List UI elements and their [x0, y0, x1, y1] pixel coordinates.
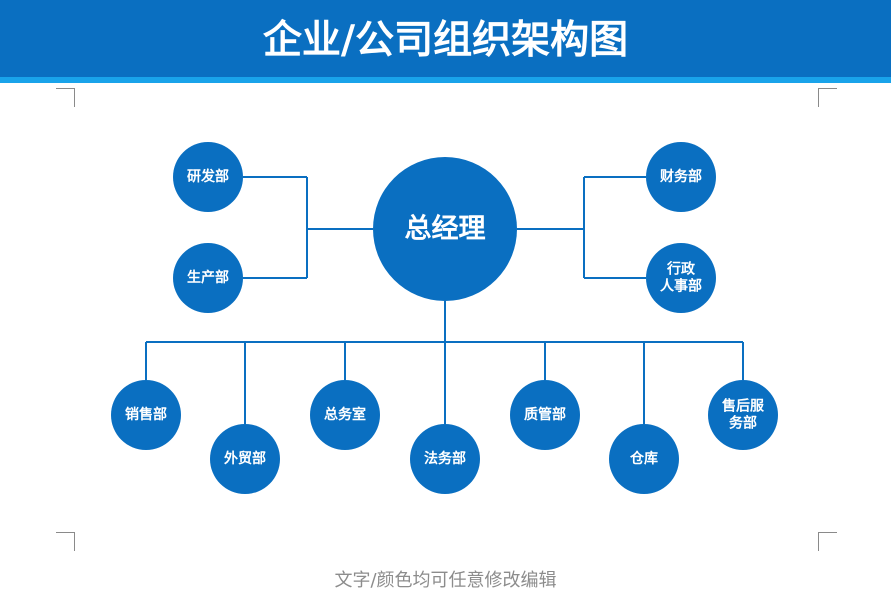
node-right-0[interactable]: 财务部 [646, 142, 716, 212]
title-banner [0, 0, 891, 77]
crop-mark-top-right [818, 88, 837, 107]
node-department-2-circle [310, 380, 380, 450]
node-general-manager-label: 总经理 [405, 213, 486, 245]
node-right-1-label: 行政 [666, 261, 696, 278]
node-department-6-label: 售后服 [721, 398, 765, 415]
node-department-5-label: 仓库 [629, 450, 658, 467]
node-department-3-circle [410, 424, 480, 494]
crop-mark-top-left [56, 88, 75, 107]
node-left-0-circle [173, 142, 243, 212]
node-left-0[interactable]: 研发部 [173, 142, 243, 212]
node-left-1-circle [173, 243, 243, 313]
node-department-2-label: 总务室 [324, 406, 366, 423]
node-department-4[interactable]: 质管部 [510, 380, 580, 450]
node-department-1-circle [210, 424, 280, 494]
node-department-3[interactable]: 法务部 [410, 424, 480, 494]
node-department-1[interactable]: 外贸部 [210, 424, 280, 494]
crop-mark-bottom-right [818, 532, 837, 551]
node-left-0-label: 研发部 [187, 168, 229, 185]
node-department-0-circle [111, 380, 181, 450]
crop-mark-bottom-left [56, 532, 75, 551]
node-left-1-label: 生产部 [187, 269, 229, 286]
node-department-4-circle [510, 380, 580, 450]
node-right-0-circle [646, 142, 716, 212]
node-department-6-label: 务部 [729, 414, 757, 431]
node-department-2[interactable]: 总务室 [310, 380, 380, 450]
title-banner-stripe [0, 77, 891, 83]
node-department-5-circle [609, 424, 679, 494]
node-general-manager-circle [373, 157, 517, 301]
node-left-1[interactable]: 生产部 [173, 243, 243, 313]
node-department-0-label: 销售部 [125, 406, 167, 423]
node-department-5[interactable]: 仓库 [609, 424, 679, 494]
node-right-0-label: 财务部 [659, 168, 702, 185]
connector-lines [145, 176, 744, 424]
node-department-4-label: 质管部 [524, 406, 566, 423]
node-department-0[interactable]: 销售部 [111, 380, 181, 450]
footer-note: 文字/颜色均可任意修改编辑 [334, 570, 557, 591]
node-department-6-circle [708, 380, 778, 450]
node-general-manager[interactable]: 总经理 [373, 157, 517, 301]
node-right-1-circle [646, 243, 716, 313]
node-department-3-label: 法务部 [424, 450, 466, 467]
node-right-1-label: 人事部 [660, 277, 702, 294]
node-department-1-label: 外贸部 [224, 450, 266, 467]
page-title: 企业/公司组织架构图 [262, 18, 629, 63]
